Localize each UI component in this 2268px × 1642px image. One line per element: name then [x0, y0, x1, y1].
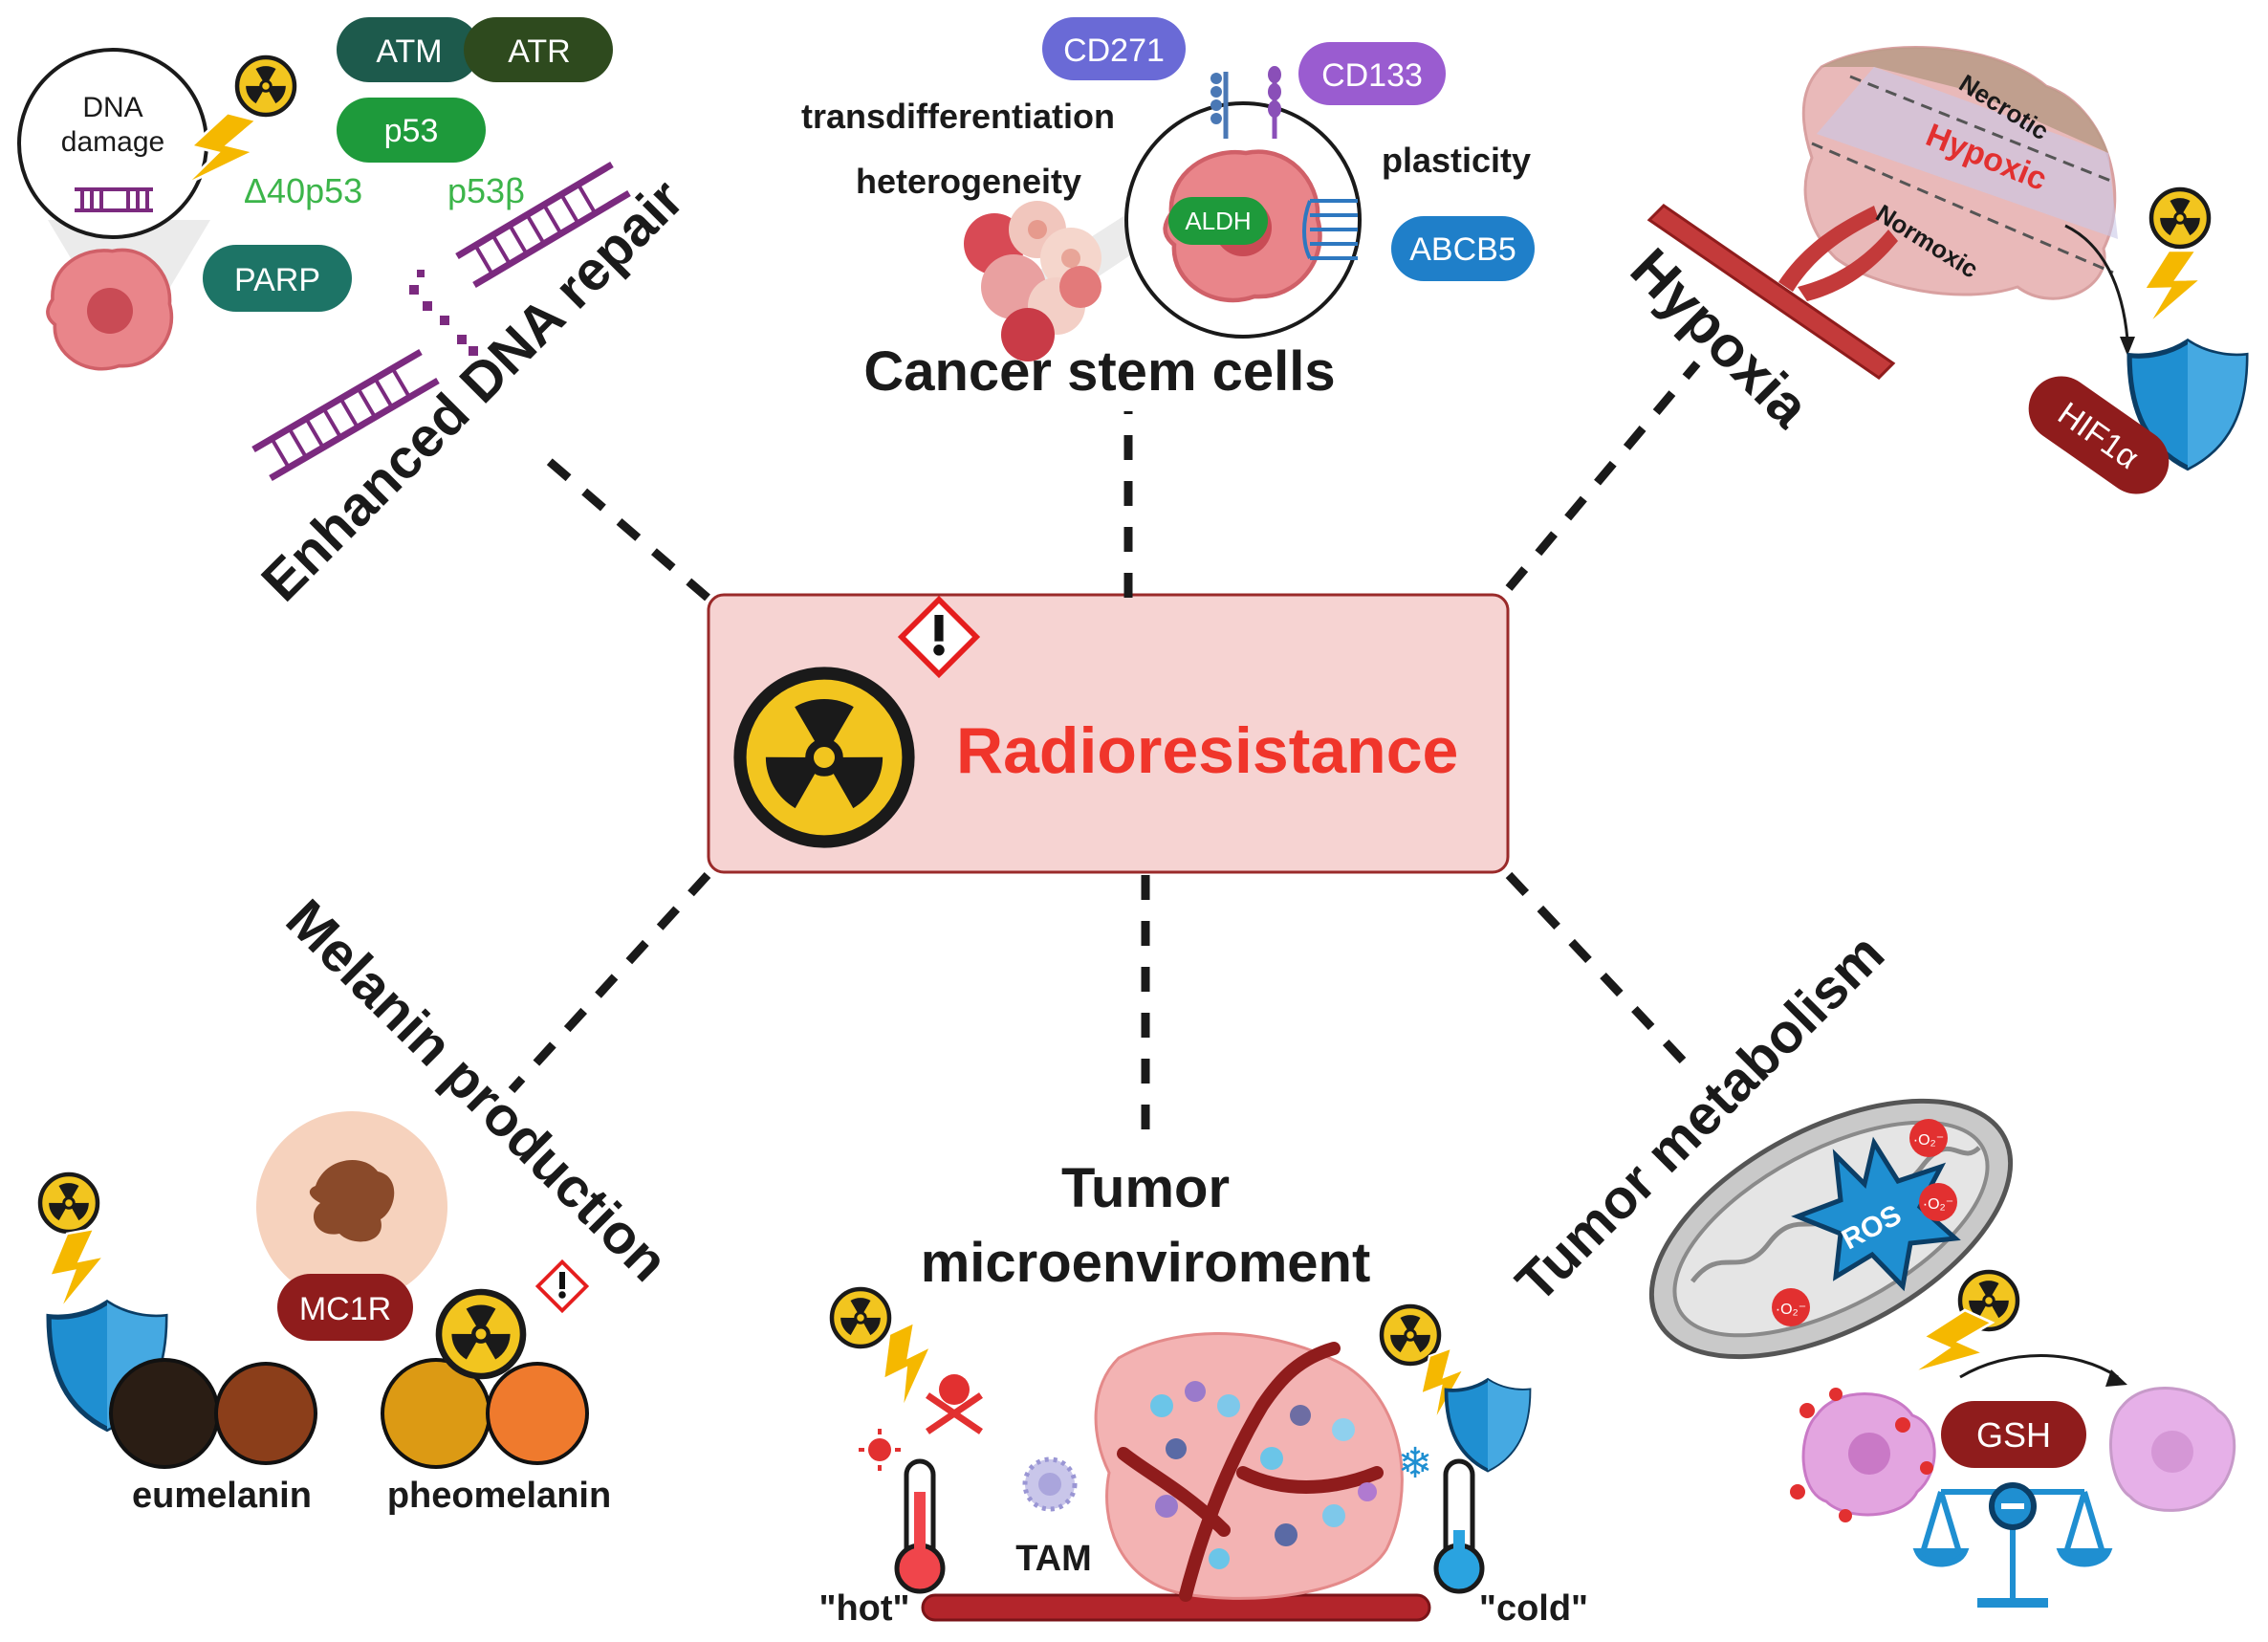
radiation-icon	[40, 1174, 98, 1232]
radiation-icon	[2151, 189, 2209, 247]
transporter-icon	[1302, 199, 1358, 260]
atm-label: ATM	[376, 33, 442, 70]
superoxide-label: ·O₂⁻	[1923, 1196, 1953, 1213]
hypoxia-section: Necrotic Hypoxic Normoxic HIF1α Hypoxia	[1619, 46, 2246, 494]
parp-badge	[203, 245, 352, 312]
blood-vessel-icon	[921, 1593, 1431, 1622]
dna-damage-label-1: DNA	[82, 92, 142, 123]
cd271-badge	[1042, 17, 1186, 80]
metabolism-section: Tumor metabolism ROS ·O₂⁻ ·O₂⁻ ·O₂⁻ GSH	[1504, 922, 2236, 1608]
sun-icon	[859, 1429, 901, 1471]
arrow-gsh	[1959, 1354, 2119, 1379]
mc1r-badge	[277, 1274, 413, 1341]
cd271-label: CD271	[1063, 33, 1165, 69]
immune-cells-icon	[1150, 1381, 1377, 1569]
center-box: Radioresistance	[707, 593, 1510, 874]
eumelanin-label: eumelanin	[132, 1476, 312, 1516]
cd133-badge	[1298, 42, 1446, 105]
radiation-icon	[740, 673, 908, 842]
pheomelanin-label: pheomelanin	[387, 1476, 611, 1516]
eumelanin-dark-granule	[109, 1358, 220, 1469]
p53-badge	[337, 98, 486, 163]
aldh-label: ALDH	[1185, 207, 1251, 235]
dna-repair-section: DNA damage ATM ATR p53 Δ40p53 p53β PARP	[17, 17, 695, 613]
skull-icon	[926, 1374, 983, 1434]
ros-burst-icon	[1791, 1136, 1961, 1292]
p53-label: p53	[384, 113, 439, 149]
gsh-badge	[1941, 1401, 2086, 1468]
stem-cells-section: CD271 CD133 transdifferentiation heterog…	[801, 17, 1535, 403]
tumor-zones-icon	[1646, 46, 2118, 380]
superoxide-label: ·O₂⁻	[1913, 1132, 1944, 1149]
tumor-mass-icon	[1094, 1332, 1404, 1600]
lightning-icon	[2136, 241, 2208, 335]
radiation-icon	[237, 57, 294, 115]
gsh-label: GSH	[1976, 1415, 2051, 1455]
hazard-warning-icon	[535, 1259, 589, 1313]
eumelanin-brown-granule	[214, 1362, 317, 1465]
heterogeneity-label: heterogeneity	[856, 162, 1081, 201]
healthy-cell-icon	[2109, 1387, 2236, 1512]
cold-label: "cold"	[1479, 1588, 1588, 1629]
p53beta-label: p53β	[447, 171, 525, 210]
radiation-icon	[832, 1289, 889, 1346]
delta40p53-label: Δ40p53	[244, 171, 362, 210]
thermometer-cold-icon	[1433, 1458, 1485, 1594]
melanin-section: Melanin production MC1R eumelanin pheome…	[40, 887, 680, 1516]
small-dna-icon	[75, 187, 153, 212]
center-title: Radioresistance	[956, 714, 1458, 787]
plasticity-label: plasticity	[1382, 141, 1531, 180]
receptor-icon	[1210, 66, 1281, 139]
abcb5-label: ABCB5	[1409, 231, 1516, 268]
abcb5-badge	[1391, 216, 1535, 281]
lightning-icon	[48, 1227, 106, 1312]
melanosome-icon	[309, 1160, 395, 1242]
transdifferentiation-label: transdifferentiation	[801, 97, 1115, 136]
aldh-badge	[1168, 197, 1268, 245]
pheomelanin-orange-granule	[486, 1362, 589, 1465]
snowflake-icon: ❄	[1398, 1440, 1433, 1487]
atr-label: ATR	[508, 33, 570, 70]
dna-repair-title: Enhanced DNA repair	[250, 167, 695, 613]
cell-icon	[46, 248, 174, 371]
radiation-icon	[439, 1292, 523, 1376]
stem-cells-title: Cancer stem cells	[863, 340, 1335, 403]
mc1r-label: MC1R	[299, 1291, 391, 1327]
shield-icon	[1444, 1378, 1532, 1473]
dna-ladder-icon	[251, 161, 631, 482]
dna-damage-label-2: damage	[61, 126, 164, 158]
microenv-title-1: Tumor	[1061, 1157, 1230, 1219]
thermometer-hot-icon	[894, 1458, 946, 1594]
connector-lines	[508, 361, 1701, 1148]
connector-metabolism	[1505, 871, 1701, 1080]
connector-hypoxia	[1505, 361, 1701, 591]
tumor-vessel-icon	[1117, 1342, 1384, 1602]
microenv-title-2: microenviroment	[921, 1232, 1371, 1294]
superoxide-icons: ·O₂⁻ ·O₂⁻ ·O₂⁻	[1772, 1119, 1957, 1326]
stressed-cell-icon	[1790, 1388, 1936, 1522]
arrow-to-hif	[2064, 224, 2129, 340]
balance-scale-icon	[1912, 1482, 2113, 1608]
atm-badge	[337, 17, 480, 82]
microenv-section: Tumor microenviroment TAM	[818, 1157, 1588, 1629]
tam-cell-icon	[1022, 1456, 1078, 1512]
tumor-cell-cluster	[964, 201, 1162, 361]
cd133-label: CD133	[1321, 57, 1423, 94]
hot-label: "hot"	[818, 1588, 909, 1629]
connector-dna-repair	[533, 446, 710, 602]
atr-badge	[464, 17, 613, 82]
tam-label: TAM	[1015, 1539, 1092, 1579]
superoxide-label: ·O₂⁻	[1776, 1302, 1806, 1318]
parp-label: PARP	[234, 262, 320, 298]
connector-melanin	[508, 871, 711, 1094]
